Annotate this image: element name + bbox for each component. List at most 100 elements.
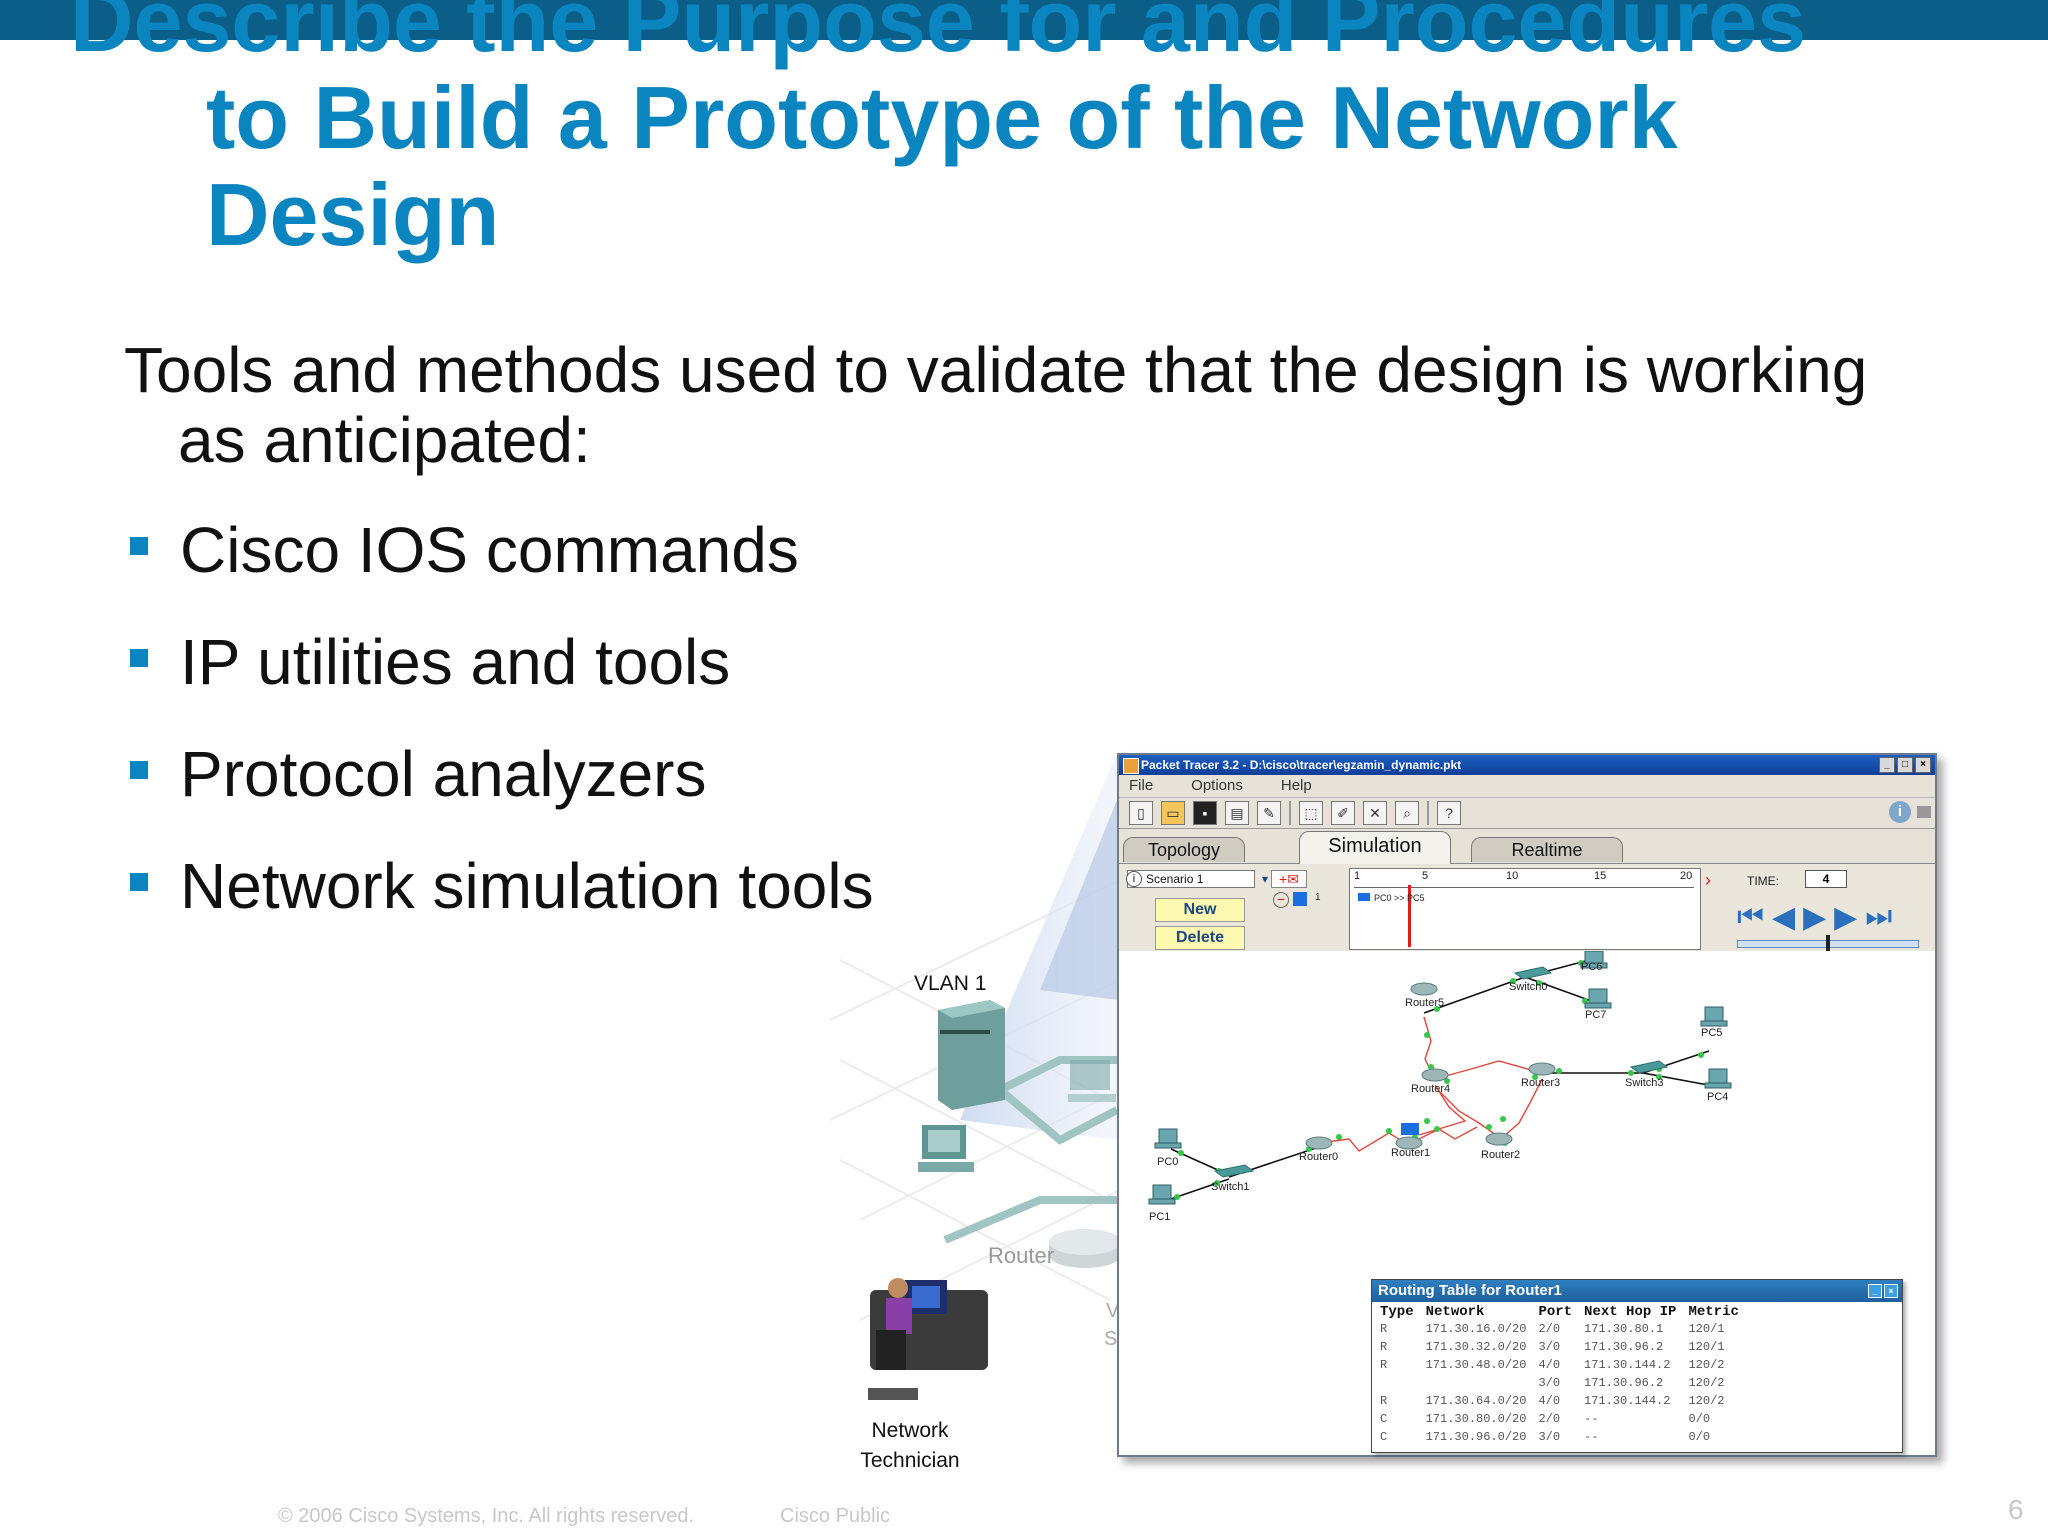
device-label: Router2 (1481, 1149, 1521, 1161)
table-cell: 3/0 (1538, 1376, 1561, 1390)
tab-realtime[interactable]: Realtime (1471, 837, 1623, 862)
tick-label: 10 (1506, 870, 1519, 882)
clipped-label-2: S (1104, 1328, 1118, 1350)
table-cell: -- (1584, 1430, 1599, 1444)
close-icon[interactable]: × (1884, 1284, 1898, 1298)
pdu-entry[interactable]: PC0 >> PC5 (1358, 893, 1425, 903)
new-file-icon[interactable]: ▯ (1129, 801, 1153, 825)
lock-icon[interactable] (1917, 806, 1931, 818)
technician-icon (868, 1278, 988, 1400)
device-label: PC7 (1585, 1009, 1607, 1021)
bullet-item: Cisco IOS commands (128, 515, 799, 627)
timeline-axis (1354, 887, 1694, 888)
tick-label: 1 (1354, 870, 1361, 882)
pc-icon (1068, 1060, 1116, 1102)
table-cell: 171.30.16.0/20 (1425, 1322, 1527, 1336)
device-label: PC0 (1157, 1156, 1179, 1168)
note-icon[interactable]: ✐ (1331, 801, 1355, 825)
menu-file[interactable]: File (1129, 777, 1154, 794)
rewind-icon[interactable]: ⏮ (1737, 900, 1764, 933)
device-label: Router4 (1411, 1083, 1451, 1095)
pdu-envelope-icon (1401, 1123, 1419, 1135)
routing-table-window: Routing Table for Router1 _ × Type Netwo… (1371, 1279, 1903, 1453)
table-cell: 171.30.96.2 (1584, 1376, 1664, 1390)
minimize-icon[interactable]: _ (1868, 1284, 1882, 1298)
device-label: Router3 (1521, 1077, 1561, 1089)
table-cell: 2/0 (1538, 1322, 1561, 1336)
device-label: Router0 (1299, 1151, 1339, 1163)
remove-pdu-icon[interactable]: − (1273, 892, 1289, 908)
add-pdu-icon[interactable]: +✉ (1271, 870, 1307, 888)
table-cell: 3/0 (1538, 1340, 1561, 1354)
tab-simulation[interactable]: Simulation (1299, 831, 1451, 864)
footer-classification: Cisco Public (780, 1505, 891, 1527)
print-icon[interactable]: ▤ (1225, 801, 1249, 825)
bullet-text: Cisco IOS commands (180, 514, 799, 586)
slide-title: Describe the Purpose for and Procedures … (70, 0, 1970, 263)
table-cell: -- (1584, 1412, 1599, 1426)
info-icon[interactable]: i (1889, 801, 1911, 823)
menu-bar: File Options Help (1119, 775, 1935, 797)
device-label: Router5 (1405, 997, 1445, 1009)
play-icon[interactable]: ▶ (1803, 901, 1827, 934)
table-cell: 171.30.32.0/20 (1425, 1340, 1527, 1354)
toolbar-separator (1427, 801, 1429, 825)
mode-tabs: Topology Simulation Realtime (1119, 829, 1935, 864)
minimize-icon[interactable]: _ (1879, 757, 1895, 773)
topology-diagram (1148, 951, 1732, 1205)
window-controls: _ □ × (1879, 757, 1931, 773)
footer-copyright: © 2006 Cisco Systems, Inc. All rights re… (278, 1505, 695, 1527)
clipped-label-1: V (1106, 1300, 1120, 1322)
tab-topology[interactable]: Topology (1123, 837, 1245, 862)
routing-table-titlebar[interactable]: Routing Table for Router1 _ × (1372, 1280, 1902, 1302)
technician-label-line-2: Technician (860, 1449, 960, 1472)
scenario-select[interactable]: i Scenario 1 ▾ (1126, 870, 1268, 888)
bullet-item: IP utilities and tools (128, 627, 730, 739)
title-line-3: Design (206, 165, 500, 264)
close-icon[interactable]: × (1915, 757, 1931, 773)
event-timeline[interactable]: 1 5 10 15 20 PC0 >> PC5 (1349, 868, 1701, 950)
table-cell: C (1380, 1412, 1388, 1426)
table-cell: 171.30.144.2 (1584, 1394, 1671, 1408)
open-folder-icon[interactable]: ▭ (1161, 801, 1185, 825)
select-icon[interactable]: ⬚ (1299, 801, 1323, 825)
bullet-square-icon (130, 649, 148, 667)
edit-icon[interactable]: ✎ (1257, 801, 1281, 825)
forward-icon[interactable]: ▶ (1834, 901, 1858, 934)
table-cell: 120/1 (1688, 1322, 1725, 1336)
table-cell: 120/2 (1688, 1394, 1725, 1408)
timeline-marker[interactable] (1408, 885, 1411, 947)
delete-scenario-button[interactable]: Delete (1155, 926, 1245, 950)
save-icon[interactable]: ▪ (1193, 801, 1217, 825)
top-banner (0, 0, 2048, 40)
back-icon[interactable]: ◀ (1772, 901, 1796, 934)
technician-label: Network Technician (850, 1416, 970, 1476)
pdu-count: 1 (1315, 892, 1321, 903)
device-label: PC6 (1581, 961, 1603, 973)
column-header: Port (1538, 1304, 1573, 1320)
device-label: PC4 (1707, 1091, 1729, 1103)
dropdown-arrow-icon[interactable]: ▾ (1261, 872, 1268, 886)
window-titlebar[interactable]: Packet Tracer 3.2 - D:\cisco\tracer\egza… (1119, 755, 1935, 775)
speed-slider[interactable] (1737, 935, 1919, 953)
menu-help[interactable]: Help (1280, 777, 1312, 794)
slider-knob[interactable] (1826, 935, 1830, 953)
menu-options[interactable]: Options (1191, 777, 1243, 794)
table-cell: 171.30.144.2 (1584, 1358, 1671, 1372)
router-icons (1305, 982, 1556, 1150)
bullet-list: Cisco IOS commands IP utilities and tool… (128, 515, 874, 963)
maximize-icon[interactable]: □ (1897, 757, 1913, 773)
zoom-icon[interactable]: ⌕ (1395, 801, 1419, 825)
delete-tool-icon[interactable]: ✕ (1363, 801, 1387, 825)
timeline-forward-icon[interactable]: › (1705, 870, 1711, 890)
table-cell: 120/2 (1688, 1358, 1725, 1372)
table-cell: 0/0 (1688, 1430, 1711, 1444)
fast-forward-icon[interactable]: ⏭ (1865, 900, 1893, 933)
device-label: Switch0 (1509, 981, 1548, 993)
new-scenario-button[interactable]: New (1155, 898, 1245, 922)
help-question-icon[interactable]: ? (1437, 801, 1461, 825)
timeline-ticks: 1 5 10 15 20 (1350, 869, 1700, 889)
